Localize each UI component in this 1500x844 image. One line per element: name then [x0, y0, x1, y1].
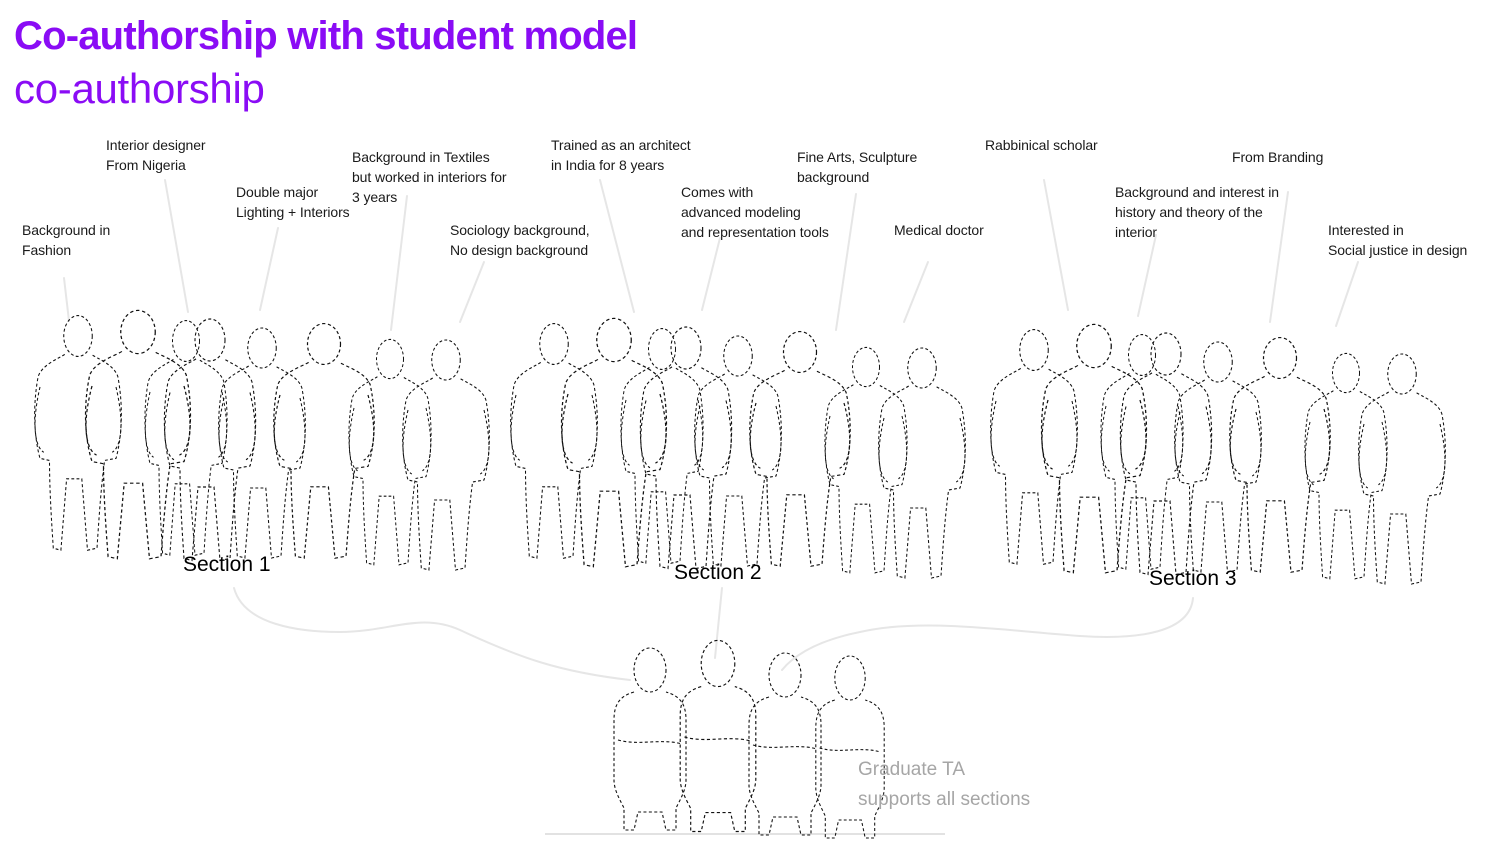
- student-note: Interior designer From Nigeria: [106, 137, 206, 173]
- leader-line: [701, 237, 721, 311]
- leader-line: [1335, 261, 1359, 327]
- leader-line: [459, 261, 485, 323]
- graduate-ta-label: Graduate TA supports all sections: [858, 759, 1031, 810]
- student-note: Background in Textiles but worked in int…: [352, 149, 507, 205]
- leader-line: [390, 195, 408, 331]
- page-title: Co-authorship with student model: [14, 14, 638, 58]
- section-1-label: Section 1: [183, 553, 271, 576]
- student-note: Double major Lighting + Interiors: [236, 184, 350, 220]
- student-note: Rabbinical scholar: [985, 137, 1098, 153]
- leader-line: [63, 277, 70, 322]
- leader-line: [164, 179, 189, 313]
- student-note: Background in Fashion: [22, 222, 111, 258]
- leader-line: [835, 193, 857, 331]
- student-note: From Branding: [1232, 149, 1324, 165]
- student-note: Medical doctor: [894, 222, 984, 238]
- leader-line: [1137, 234, 1157, 317]
- section-2-people-group-icon: [511, 318, 966, 578]
- ta-people-group-icon: [613, 639, 885, 839]
- leader-line: [1043, 179, 1069, 311]
- leader-line: [599, 179, 635, 313]
- leader-line: [259, 227, 279, 311]
- leader-line: [903, 261, 929, 323]
- section-3-people-group-icon: [991, 324, 1446, 584]
- section-1-people-group-icon: [35, 310, 490, 570]
- section-2-label: Section 2: [674, 561, 762, 584]
- student-note: Sociology background, No design backgrou…: [450, 222, 590, 258]
- student-note: Trained as an architect in India for 8 y…: [551, 137, 691, 173]
- page-subtitle: co-authorship: [14, 65, 265, 112]
- connector-section-2: [714, 587, 723, 659]
- student-note: Interested in Social justice in design: [1328, 222, 1468, 258]
- student-note: Background and interest in history and t…: [1115, 184, 1279, 240]
- connector-section-3: [781, 597, 1194, 671]
- leader-line: [1269, 191, 1289, 323]
- connector-section-1: [233, 587, 631, 681]
- student-note: Comes with advanced modeling and represe…: [681, 184, 829, 240]
- section-3-label: Section 3: [1149, 567, 1237, 590]
- student-note: Fine Arts, Sculpture background: [797, 149, 918, 185]
